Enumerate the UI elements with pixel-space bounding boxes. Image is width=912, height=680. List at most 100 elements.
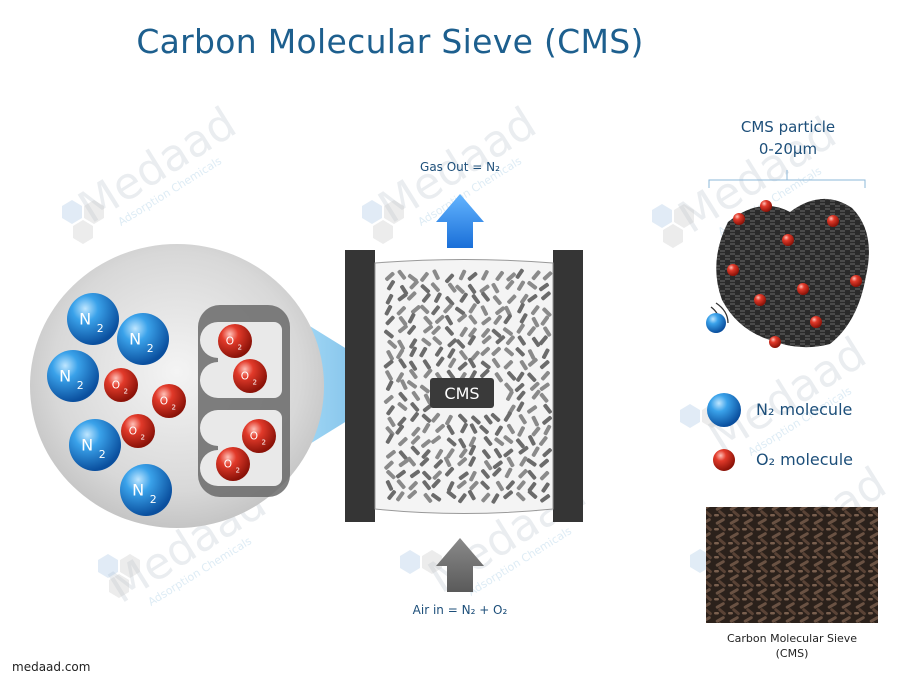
cms-granule xyxy=(539,458,549,468)
cms-granule xyxy=(506,456,515,468)
cms-granule xyxy=(447,481,455,492)
cms-granule xyxy=(517,335,526,346)
cms-granule xyxy=(491,328,502,338)
cms-granule xyxy=(396,372,404,383)
cms-granule xyxy=(459,350,468,361)
cms-granule xyxy=(492,295,502,306)
cms-granule xyxy=(397,416,407,427)
cms-granule xyxy=(431,493,442,502)
cms-granule xyxy=(470,350,480,361)
cms-granule xyxy=(409,368,418,380)
cms-granule xyxy=(455,306,466,316)
cms-granule xyxy=(460,422,468,434)
cms-granule xyxy=(409,338,418,349)
cms-granule xyxy=(422,422,431,434)
cms-label: CMS xyxy=(430,378,494,408)
cms-granule xyxy=(518,414,527,425)
cms-granule xyxy=(540,370,550,381)
cms-granule xyxy=(422,359,431,370)
cms-granule xyxy=(446,437,457,447)
cms-granule xyxy=(430,435,441,444)
cms-granule xyxy=(457,457,468,467)
cms-granule xyxy=(479,284,490,294)
cms-granule xyxy=(410,412,419,422)
cms-granule xyxy=(479,424,489,435)
cms-granule xyxy=(527,489,538,499)
cms-granule xyxy=(483,414,493,425)
cms-granule xyxy=(383,359,394,369)
cms-granule xyxy=(455,284,465,294)
photo-caption: Carbon Molecular Sieve xyxy=(726,632,858,645)
cms-granule xyxy=(422,470,432,481)
o2-symbol: O xyxy=(226,336,234,348)
cms-granule xyxy=(421,449,431,459)
o2-dot xyxy=(733,213,745,225)
cms-granule xyxy=(420,284,431,294)
cms-granule xyxy=(526,458,537,467)
cms-granule xyxy=(541,482,550,493)
cms-granule xyxy=(407,273,418,283)
cms-granule xyxy=(481,328,491,338)
cms-granule xyxy=(527,349,536,360)
cms-granule xyxy=(517,426,525,437)
cms-granule xyxy=(431,412,441,423)
cms-granule xyxy=(446,448,455,459)
cms-granule xyxy=(407,324,417,335)
cms-granule xyxy=(385,271,395,282)
cms-granule xyxy=(447,338,458,348)
cms-granule xyxy=(543,326,552,337)
cms-granule xyxy=(446,490,457,499)
cms-granule xyxy=(386,469,396,480)
cms-granule xyxy=(504,382,514,393)
cms-granule xyxy=(504,347,514,357)
cms-granule xyxy=(410,445,420,456)
cms-granule xyxy=(446,424,455,435)
cms-granule xyxy=(421,337,432,347)
o2-symbol: O xyxy=(241,371,249,383)
cms-granule xyxy=(467,271,478,281)
cms-granule xyxy=(435,448,444,460)
gas-out-arrow xyxy=(436,194,484,248)
cms-granule xyxy=(539,392,549,403)
cms-granule xyxy=(491,358,501,369)
cms-granule xyxy=(423,493,433,503)
cms-granule xyxy=(409,280,419,290)
cms-granule xyxy=(505,280,515,290)
legend-o2-icon xyxy=(713,449,735,471)
cms-granule xyxy=(407,291,417,301)
cms-granule xyxy=(419,346,428,358)
o2-dot xyxy=(754,294,766,306)
particle-label: CMS particle xyxy=(740,118,836,136)
cms-granule xyxy=(435,314,445,324)
cms-granule xyxy=(502,327,513,336)
cms-granule xyxy=(432,336,443,346)
cms-granule xyxy=(458,413,468,424)
cms-granule xyxy=(384,460,394,470)
cms-granule xyxy=(385,480,394,491)
cms-granule xyxy=(493,448,503,459)
cms-granule xyxy=(527,357,538,367)
cms-granule xyxy=(519,313,528,324)
cms-granule xyxy=(539,360,550,370)
cms-granule xyxy=(398,391,408,402)
page-title: Carbon Molecular Sieve (CMS) xyxy=(136,22,644,61)
cms-granule xyxy=(383,329,394,339)
cms-granule xyxy=(397,339,406,351)
cms-granule xyxy=(435,356,445,367)
cms-granule xyxy=(384,304,393,316)
cms-granule xyxy=(432,269,440,281)
cms-granule xyxy=(541,348,550,359)
cms-granule xyxy=(481,335,492,345)
o2-subscript: 2 xyxy=(261,438,266,447)
cms-granule xyxy=(503,435,514,444)
cms-granule xyxy=(495,335,506,345)
cms-granule xyxy=(386,350,394,361)
cms-granule xyxy=(518,445,529,455)
cms-granule xyxy=(480,346,491,356)
cms-granule xyxy=(456,480,467,489)
cms-granule xyxy=(505,335,515,346)
cms-granule xyxy=(411,390,421,402)
